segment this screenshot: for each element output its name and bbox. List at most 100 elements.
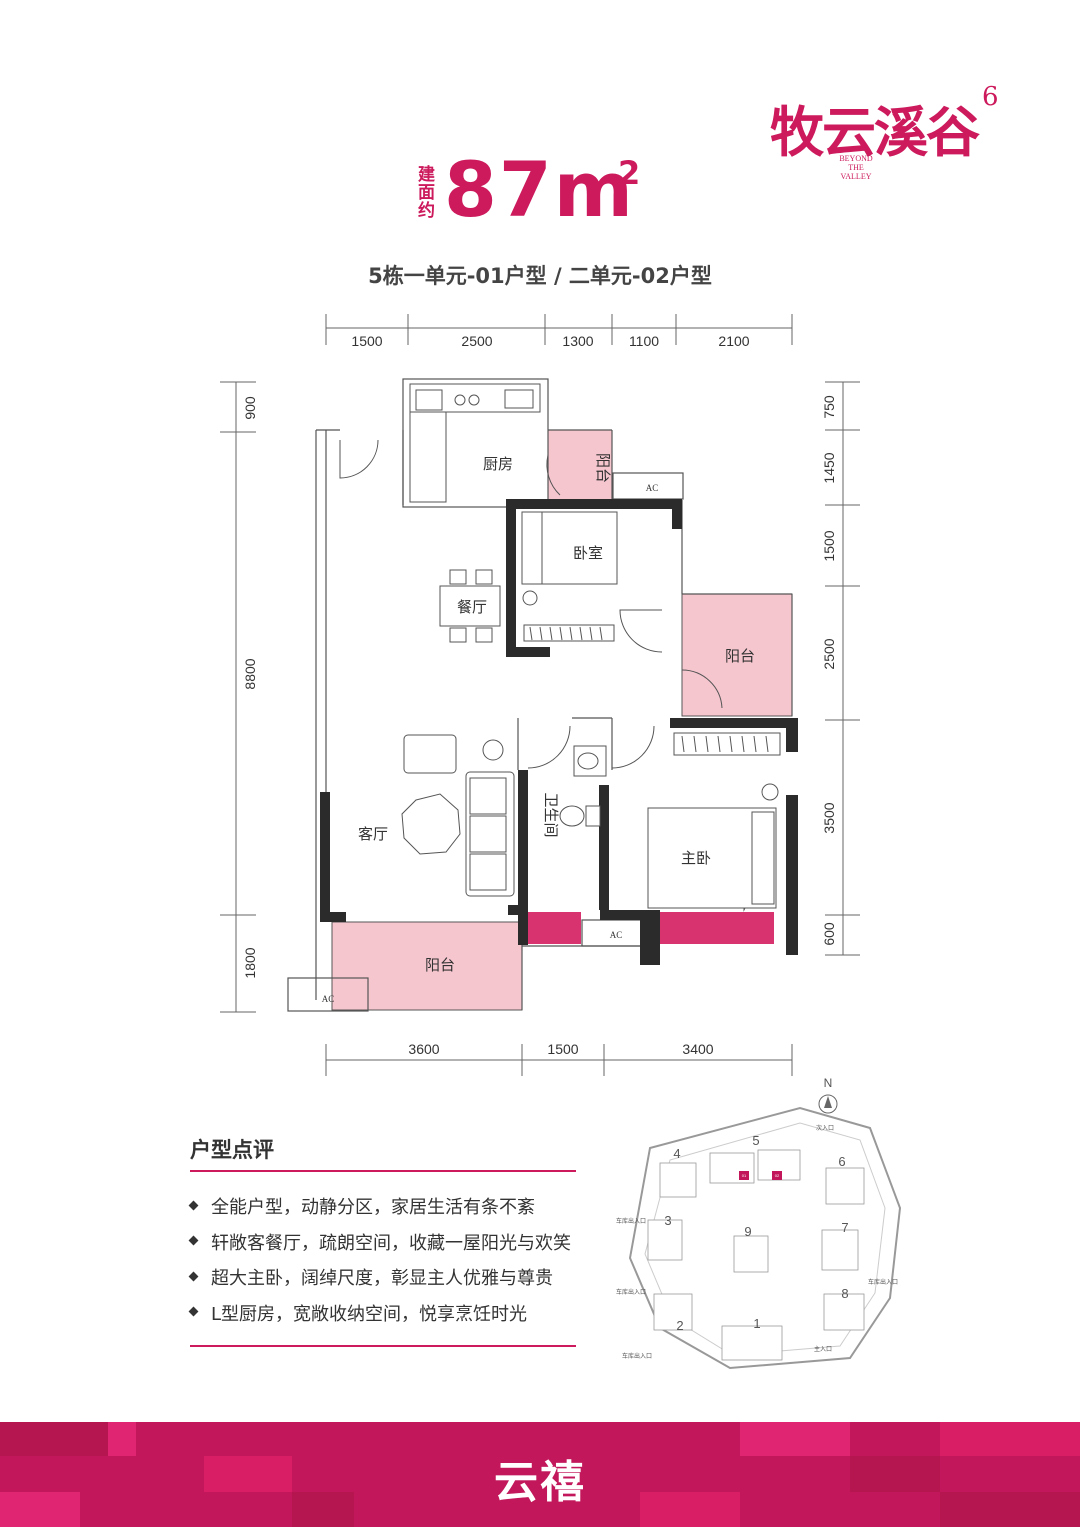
- review-item-text: L型厨房，宽敞收纳空间，悦享烹饪时光: [211, 1303, 528, 1325]
- balcony-small: [548, 430, 612, 501]
- dim-left-3: 1800: [242, 947, 258, 978]
- building-number: 4: [673, 1146, 680, 1161]
- ac-labels: AC AC AC: [322, 483, 659, 1004]
- room-balcony-bottom: 阳台: [425, 956, 455, 974]
- dim-top-5: 2100: [718, 333, 749, 349]
- doors: [339, 439, 751, 912]
- dim-top-1: 1500: [351, 333, 382, 349]
- footer-brand: 云禧: [494, 1457, 586, 1508]
- ac-label: AC: [646, 483, 659, 493]
- brand-logo: 牧云溪谷 6 BEYOND THE VALLEY: [770, 82, 1010, 188]
- area-unit-superscript: 2: [618, 154, 641, 192]
- building-number: 2: [676, 1318, 683, 1333]
- building-number: 8: [841, 1286, 848, 1301]
- entrance-label: 车库出入口: [616, 1288, 646, 1296]
- north-arrow-icon: [824, 1096, 832, 1108]
- brand-subtitle-line: VALLEY: [840, 172, 872, 181]
- review-divider-bottom: [190, 1345, 576, 1347]
- brand-subtitle: BEYOND THE VALLEY: [836, 154, 876, 181]
- review-item: 全能户型，动静分区，家居生活有条不紊: [188, 1196, 571, 1232]
- highlight-labels: 01 02: [742, 1173, 780, 1178]
- balcony-right: [681, 593, 793, 717]
- review-item-text: 全能户型，动静分区，家居生活有条不紊: [211, 1197, 535, 1218]
- footer-block: [108, 1422, 136, 1456]
- footer-block: [740, 1422, 850, 1456]
- footer-block: [204, 1456, 292, 1492]
- dimension-lines: [220, 314, 860, 1076]
- site-boundary: [628, 1106, 902, 1370]
- heavy-walls: [320, 499, 798, 965]
- bullet-icon: [188, 1235, 199, 1246]
- highlight-unit-02: [772, 1171, 782, 1180]
- site-building-numbers: 2 1 3 4 5 6 7 8 9: [664, 1133, 848, 1333]
- review-item: 超大主卧，阔绰尺度，彰显主人优雅与尊贵: [188, 1267, 571, 1303]
- bullet-icon: [188, 1306, 199, 1317]
- brand-subtitle-line: THE: [848, 163, 864, 172]
- review-item-text: 超大主卧，阔绰尺度，彰显主人优雅与尊贵: [211, 1268, 553, 1289]
- ac-label: AC: [610, 930, 623, 940]
- dim-top-4: 1100: [629, 333, 659, 349]
- footer-block: [0, 1422, 108, 1456]
- dim-left-1: 900: [242, 396, 258, 420]
- building-number: 3: [664, 1213, 671, 1228]
- highlight-unit-02-label: 02: [775, 1173, 780, 1178]
- footer-band: [0, 1422, 1080, 1527]
- dim-right-5: 3500: [821, 802, 837, 833]
- room-balcony-right: 阳台: [725, 647, 755, 665]
- dim-top-3: 1300: [562, 333, 593, 349]
- brand-subtitle-line: BEYOND: [839, 154, 873, 163]
- highlight-unit-01: [739, 1171, 749, 1180]
- brand-superscript: 6: [982, 82, 999, 112]
- dim-right-3: 1500: [821, 530, 837, 561]
- room-bathroom: 卫生间: [542, 792, 560, 837]
- entrance-label: 次入口: [816, 1124, 834, 1132]
- building-number: 9: [744, 1224, 751, 1239]
- review-item-text: 轩敞客餐厅，疏朗空间，收藏一屋阳光与欢笑: [211, 1232, 571, 1254]
- footer-block: [292, 1492, 354, 1527]
- room-bedroom: 卧室: [573, 544, 603, 562]
- wardrobe-hatch: [529, 626, 769, 753]
- dim-right-2: 1450: [821, 452, 837, 483]
- dimension-labels: 1500 2500 1300 1100 2100 3600 1500 3400 …: [242, 333, 837, 1057]
- building-number: 6: [838, 1154, 845, 1169]
- room-master: 主卧: [681, 849, 711, 867]
- window-strip-left: [527, 912, 581, 944]
- ac-label: AC: [322, 994, 335, 1004]
- dim-bottom-3: 3400: [682, 1041, 713, 1057]
- entrance-label: 车库出入口: [616, 1217, 646, 1225]
- dim-right-4: 2500: [821, 638, 837, 669]
- brand-name: 牧云溪谷: [770, 100, 980, 164]
- furniture: [401, 383, 781, 909]
- room-dining: 餐厅: [457, 598, 487, 616]
- site-plan: N 01 02 2 1 3 4 5 6 7 8 9 次入口 车库出入口 车库出入…: [616, 1076, 902, 1370]
- footer-block: [940, 1492, 1080, 1527]
- room-labels: 厨房 阳台 卧室 餐厅 阳台 客厅 主卧 阳台 卫生间: [358, 453, 755, 974]
- room-balcony-small: 阳台: [594, 453, 612, 483]
- entrance-label: 主入口: [814, 1345, 832, 1353]
- review-divider-top: [190, 1170, 576, 1172]
- dim-top-2: 2500: [461, 333, 492, 349]
- footer-block: [940, 1422, 1080, 1456]
- entrance-label: 车库出入口: [622, 1352, 652, 1360]
- building-number: 5: [752, 1133, 759, 1148]
- entrance-label: 车库出入口: [868, 1278, 898, 1286]
- thin-walls: [287, 378, 793, 1012]
- footer-block: [850, 1456, 940, 1492]
- balcony-bottom: [331, 921, 523, 1011]
- review-list: 全能户型，动静分区，家居生活有条不紊 轩敞客餐厅，疏朗空间，收藏一屋阳光与欢笑 …: [188, 1196, 571, 1339]
- dim-right-1: 750: [821, 395, 837, 419]
- dim-right-6: 600: [821, 922, 837, 946]
- site-buildings: [647, 1149, 865, 1361]
- review-item: L型厨房，宽敞收纳空间，悦享烹饪时光: [188, 1303, 571, 1339]
- review-title: 户型点评: [190, 1138, 274, 1162]
- north-icon: [818, 1094, 838, 1114]
- bullet-icon: [188, 1271, 199, 1281]
- dim-bottom-1: 3600: [408, 1041, 439, 1057]
- building-number: 1: [753, 1316, 760, 1331]
- north-label: N: [824, 1076, 833, 1090]
- dim-left-2: 8800: [242, 658, 258, 689]
- room-living: 客厅: [358, 825, 388, 843]
- room-kitchen: 厨房: [483, 455, 513, 473]
- footer-block: [640, 1492, 740, 1527]
- area-prefix: 建面约: [418, 165, 435, 221]
